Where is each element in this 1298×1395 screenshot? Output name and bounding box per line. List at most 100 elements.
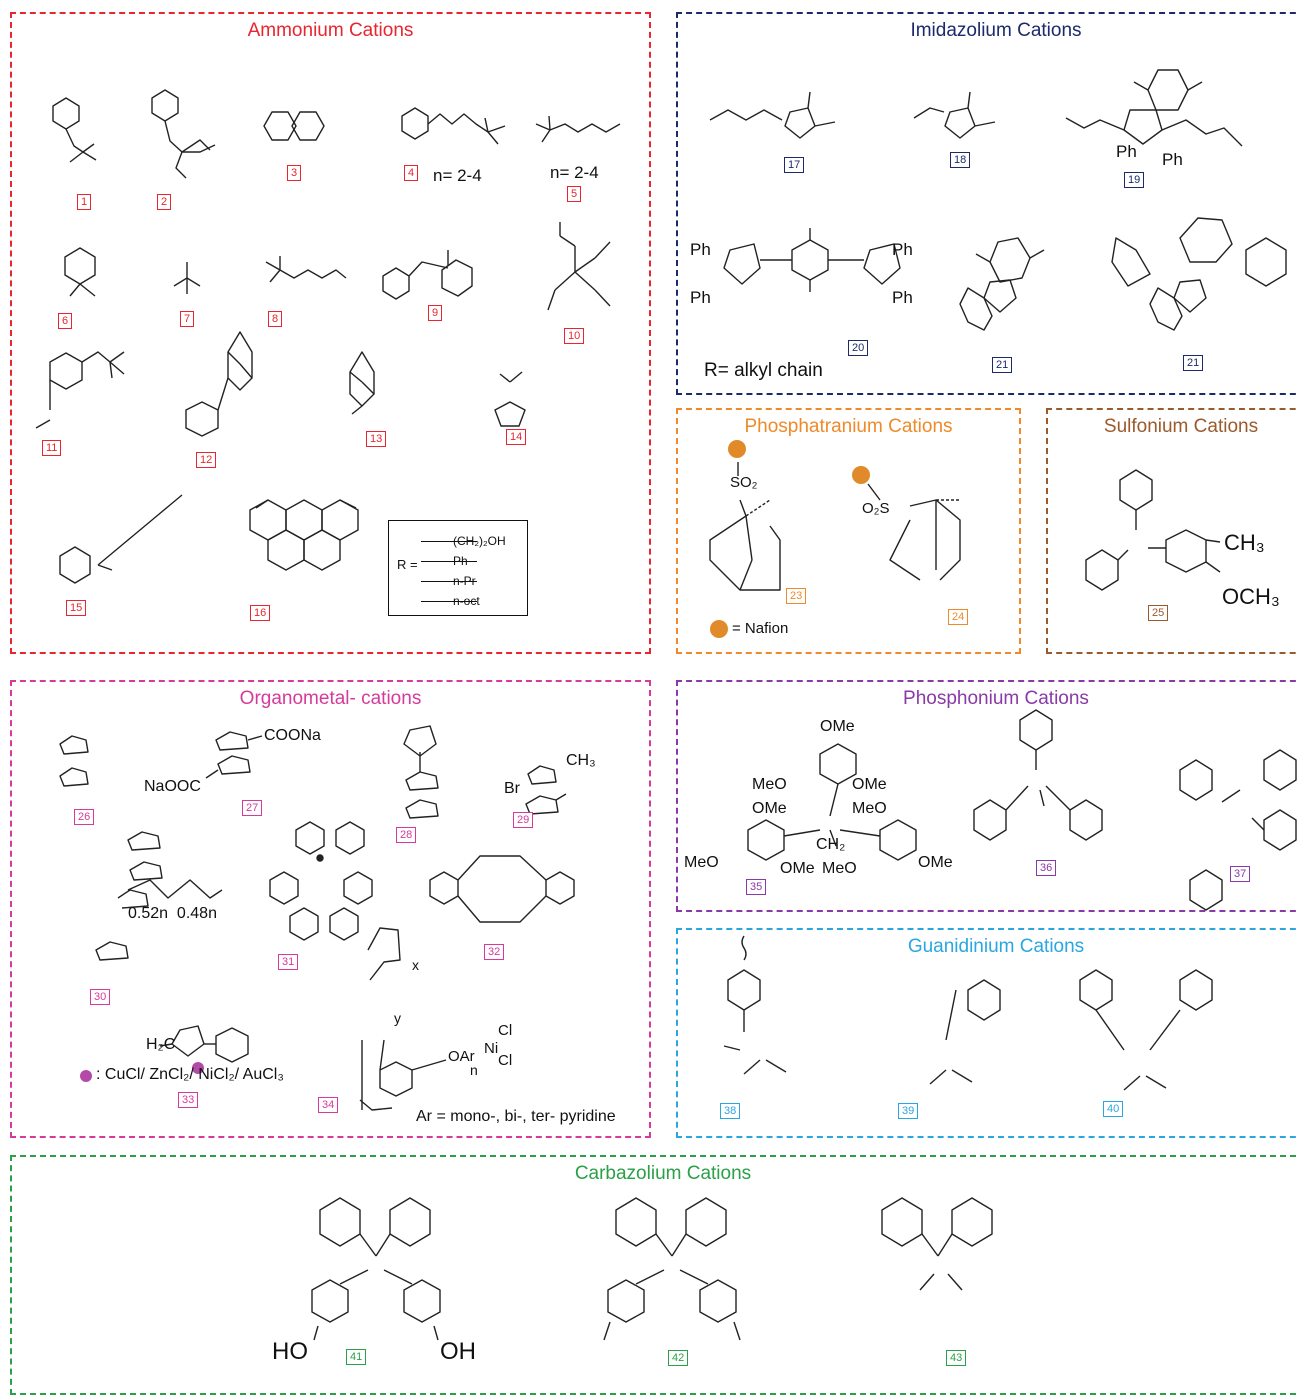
compound-label: 15 xyxy=(66,600,87,616)
compound-label: 43 xyxy=(946,1350,967,1366)
och3-label: OCH₃ xyxy=(1222,584,1280,609)
compound-label: 2 xyxy=(157,194,172,210)
structures-phosphonium xyxy=(747,709,1297,911)
r-table-row: n-oct xyxy=(453,594,480,608)
compound-label: 8 xyxy=(268,311,283,327)
compound-label: 26 xyxy=(74,809,95,825)
r-table-row: Ph xyxy=(453,554,468,568)
compound-label: 16 xyxy=(250,605,271,621)
compound-label: 6 xyxy=(58,313,73,329)
compound-label: 27 xyxy=(242,800,263,816)
panel-imidazolium: Imidazolium Cations xyxy=(676,12,1298,395)
r-table-line xyxy=(421,541,477,542)
compound-label: 36 xyxy=(1036,860,1057,876)
so2-label: SO₂ xyxy=(730,474,758,491)
ni-label: Ni xyxy=(484,1040,499,1057)
nafion-marker xyxy=(728,440,746,458)
n-range-4: n= 2-4 xyxy=(433,166,482,185)
compound-label: 11 xyxy=(42,440,62,456)
compound-label: 1 xyxy=(77,194,92,210)
n-subscript: n xyxy=(470,1062,478,1078)
meo-label: MeO xyxy=(822,860,857,877)
ch3-label: CH₃ xyxy=(1224,530,1265,555)
compound-label: 37 xyxy=(1230,866,1251,882)
compound-label: 33 xyxy=(178,1092,199,1108)
compound-label: 17 xyxy=(784,157,805,173)
structures-carbazolium xyxy=(311,1197,993,1341)
oar-label: OAr xyxy=(448,1048,475,1065)
compound-label: 34 xyxy=(318,1097,339,1113)
cl-label: Cl xyxy=(498,1052,513,1069)
ph-label: Ph xyxy=(690,240,711,259)
ome-label: OMe xyxy=(820,718,855,735)
h2c-label: H₂C xyxy=(146,1036,176,1053)
br-label: Br xyxy=(504,780,520,797)
compound-label: 19 xyxy=(1124,172,1145,188)
y-subscript: y xyxy=(394,1010,401,1026)
panel-ammonium: Ammonium Cations xyxy=(10,12,651,654)
meo-label: MeO xyxy=(684,854,719,871)
ph-label: Ph xyxy=(892,288,913,307)
panel-title-organometal: Organometal- cations xyxy=(239,688,422,709)
compound-label: 13 xyxy=(366,431,387,447)
compound-label: 21 xyxy=(992,357,1013,373)
structures-ammonium xyxy=(35,89,621,584)
r-substituent-table: R = (CH₂)₂OH Ph n-Pr n-oct xyxy=(388,520,528,616)
r-table-prefix: R = xyxy=(397,557,418,572)
panel-title-phosphonium: Phosphonium Cations xyxy=(903,688,1089,709)
compound-label: 32 xyxy=(484,944,505,960)
panel-sulfonium: Sulfonium Cations xyxy=(1046,408,1298,654)
structures-imidazolium xyxy=(709,69,1287,331)
ch2-label: CH₂ xyxy=(816,836,846,853)
coona-label: COONa xyxy=(264,727,321,744)
cl-label: Cl xyxy=(498,1022,513,1039)
compound-label: 23 xyxy=(786,588,807,604)
compound-label: 35 xyxy=(746,879,767,895)
meo-label: MeO xyxy=(852,800,887,817)
meo-label: MeO xyxy=(752,776,787,793)
r-alkyl-note: R= alkyl chain xyxy=(704,360,823,381)
n-range-5: n= 2-4 xyxy=(550,163,599,182)
r-table-line xyxy=(421,581,477,582)
panel-title-imidazolium: Imidazolium Cations xyxy=(910,20,1082,41)
ch3-label: CH₃ xyxy=(566,752,596,769)
ome-label: OMe xyxy=(852,776,887,793)
naooc-label: NaOOC xyxy=(144,778,201,795)
o2s-label: O₂S xyxy=(862,500,890,517)
r-table-row: (CH₂)₂OH xyxy=(453,534,506,548)
panel-title-carbazolium: Carbazolium Cations xyxy=(574,1163,752,1184)
r-table-row: n-Pr xyxy=(453,574,476,588)
compound-label: 28 xyxy=(396,827,417,843)
nafion-legend: = Nafion xyxy=(732,620,789,637)
structures-phosphatranium xyxy=(709,462,961,591)
ph-label: Ph xyxy=(1162,150,1183,169)
compound-label: 10 xyxy=(564,328,585,344)
panel-phosphonium: Phosphonium Cations xyxy=(676,680,1298,912)
compound-label: 42 xyxy=(668,1350,689,1366)
compound-label: 40 xyxy=(1103,1101,1124,1117)
panel-title-sulfonium: Sulfonium Cations xyxy=(1103,416,1259,437)
compound-label: 5 xyxy=(567,186,582,202)
compound-label: 24 xyxy=(948,609,969,625)
compound-label: 18 xyxy=(950,152,971,168)
structures-sulfonium xyxy=(1085,469,1221,591)
metal-legend: : CuCl/ ZnCl₂/ NiCl₂/ AuCl₃ xyxy=(96,1066,284,1083)
compound-label: 21 xyxy=(1183,355,1204,371)
compound-label: 9 xyxy=(428,305,443,321)
compound-label: 29 xyxy=(513,812,534,828)
ome-label: OMe xyxy=(918,854,953,871)
ph-label: Ph xyxy=(690,288,711,307)
panel-organometal: Organometal- cations xyxy=(10,680,651,1138)
structures-organometal xyxy=(59,725,575,1111)
compound-label: 38 xyxy=(720,1103,741,1119)
compound-label: 20 xyxy=(848,340,869,356)
panel-title-guanidinium: Guanidinium Cations xyxy=(907,936,1085,957)
nafion-legend-dot xyxy=(710,620,728,638)
compound-label: 3 xyxy=(287,165,302,181)
ph-label: Ph xyxy=(892,240,913,259)
oh-label: OH xyxy=(440,1338,476,1365)
compound-label: 30 xyxy=(90,989,111,1005)
ar-legend: Ar = mono-, bi-, ter- pyridine xyxy=(416,1108,616,1125)
compound-label: 31 xyxy=(278,954,299,970)
